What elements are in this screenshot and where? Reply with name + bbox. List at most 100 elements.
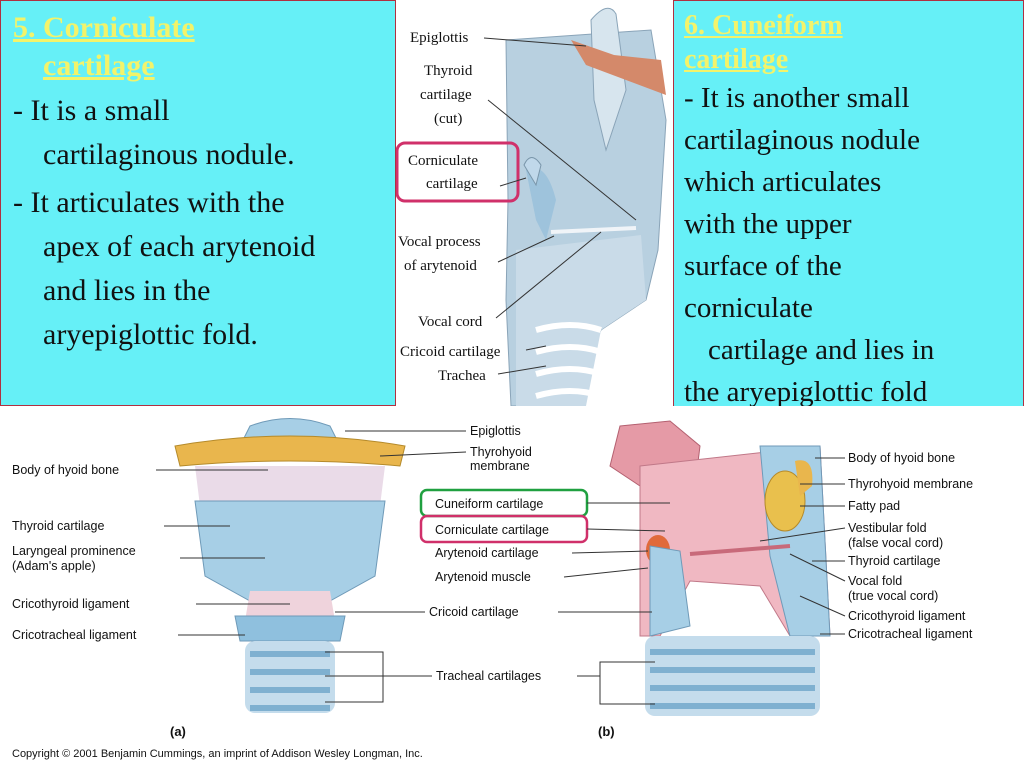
- label-vocal-cord: Vocal cord: [418, 314, 483, 330]
- label-cricoid-cartilage: Cricoid cartilage: [429, 605, 519, 619]
- arytenoid-shape: [526, 168, 556, 240]
- anterior-view-drawing: [174, 418, 406, 713]
- hyoid-bone-shape: [174, 435, 406, 467]
- label-adams-apple: (Adam's apple): [12, 559, 96, 573]
- label-trachea: Trachea: [438, 368, 486, 384]
- label-vestibular-fold: Vestibular fold: [848, 521, 927, 535]
- description-line: - It is another small: [684, 82, 910, 114]
- label-cricoid: Cricoid cartilage: [400, 344, 501, 360]
- leader-line: [499, 177, 527, 187]
- label-false-vocal-cord: (false vocal cord): [848, 536, 943, 550]
- fatty-pad-shape: [764, 470, 806, 532]
- description-line: the aryepiglottic fold: [684, 376, 928, 408]
- bullet-line: apex of each arytenoid: [43, 230, 316, 263]
- description-line: cartilaginous nodule: [684, 124, 920, 156]
- description-line: which articulates: [684, 166, 882, 198]
- label-epiglottis: Epiglottis: [410, 30, 469, 46]
- label-thyroid: (cut): [434, 111, 462, 127]
- bullet-small-nodule: - It is a small cartilaginous nodule.: [13, 89, 395, 177]
- leader-line: [497, 235, 555, 263]
- label-vocal-process: of arytenoid: [404, 258, 477, 274]
- leader-line: [586, 528, 666, 532]
- leader-line: [571, 550, 649, 554]
- vocal-fold-shape: [689, 544, 791, 556]
- tracheal-ring: [535, 322, 602, 333]
- larynx-anatomy-figure: Body of hyoid bone Thyroid cartilage Lar…: [0, 406, 1024, 768]
- leader-line: [525, 345, 547, 351]
- label-laryngeal-prominence: Laryngeal prominence: [12, 544, 136, 558]
- bullet-line: - It is a small: [13, 94, 170, 127]
- tracheal-ring: [535, 366, 602, 377]
- figure-background: [0, 406, 1024, 768]
- corniculate-shape: [523, 157, 542, 187]
- leader-line: [759, 527, 846, 542]
- copyright-notice: Copyright © 2001 Benjamin Cummings, an i…: [12, 748, 423, 760]
- cricoid-cartilage-shape: [234, 615, 346, 642]
- label-corniculate-cartilage: Corniculate cartilage: [435, 523, 549, 537]
- bullet-line: and lies in the: [43, 274, 211, 307]
- label-thyroid-cartilage: Thyroid cartilage: [848, 554, 940, 568]
- label-tracheal-cartilages: Tracheal cartilages: [436, 669, 541, 683]
- label-cricothyroid-ligament: Cricothyroid ligament: [12, 597, 130, 611]
- panel-label-b: (b): [598, 724, 615, 739]
- label-thyroid: cartilage: [420, 87, 472, 103]
- label-corniculate: Corniculate: [408, 153, 478, 169]
- label-arytenoid-muscle: Arytenoid muscle: [435, 570, 531, 584]
- cricoid-shape: [516, 235, 646, 406]
- label-cricotracheal-ligament: Cricotracheal ligament: [848, 627, 973, 641]
- corniculate-text-panel: 5. Corniculate cartilage - It is a small…: [0, 0, 396, 406]
- label-thyroid-cartilage: Thyroid cartilage: [12, 519, 104, 533]
- tracheal-ring: [535, 388, 602, 399]
- cuneiform-heading: 6. Cuneiform cartilage: [684, 9, 1017, 77]
- leader-line: [799, 595, 846, 617]
- label-thyrohyoid: Thyrohyoid: [470, 445, 532, 459]
- label-cricotracheal-ligament: Cricotracheal ligament: [12, 628, 137, 642]
- description-line: surface of the: [684, 250, 842, 282]
- tracheal-bracket-left: [325, 651, 432, 703]
- label-arytenoid-cartilage: Arytenoid cartilage: [435, 546, 539, 560]
- label-thyroid: Thyroid: [424, 63, 473, 79]
- hyoid-bone-shape: [795, 460, 813, 496]
- leader-line: [563, 567, 649, 578]
- trachea-shape: [645, 636, 820, 716]
- label-epiglottis: Epiglottis: [470, 424, 521, 438]
- label-hyoid-bone: Body of hyoid bone: [12, 463, 119, 477]
- bullet-line: - It articulates with the: [13, 186, 285, 219]
- leader-line: [487, 99, 637, 221]
- cricothyroid-ligament-shape: [245, 591, 335, 621]
- leader-line: [497, 365, 547, 375]
- corniculate-heading: 5. Corniculate cartilage: [13, 9, 395, 85]
- cut-tissue-shape: [571, 40, 666, 95]
- label-vocal-fold: Vocal fold: [848, 574, 902, 588]
- label-cricothyroid-ligament: Cricothyroid ligament: [848, 609, 966, 623]
- label-true-vocal-cord: (true vocal cord): [848, 589, 938, 603]
- thyroid-cartilage-shape: [194, 500, 386, 602]
- corniculate-highlight-box: [396, 141, 520, 203]
- heading-line: 6. Cuneiform: [684, 10, 843, 41]
- description-line: cartilage and lies in: [708, 334, 935, 366]
- panel-label-a: (a): [170, 724, 186, 739]
- heading-line: 5. Corniculate: [13, 11, 195, 44]
- thyrohyoid-membrane-shape: [195, 466, 385, 506]
- leader-line: [379, 451, 467, 457]
- label-fatty-pad: Fatty pad: [848, 499, 900, 513]
- tracheal-bracket-right: [577, 661, 655, 705]
- bullet-articulates: - It articulates with the apex of each a…: [13, 181, 395, 357]
- heading-line: cartilage: [684, 44, 789, 75]
- label-hyoid-bone: Body of hyoid bone: [848, 451, 955, 465]
- bullet-line: aryepiglottic fold.: [43, 318, 258, 351]
- sagittal-view-drawing: [609, 420, 831, 716]
- cuneiform-description: - It is another small cartilaginous nodu…: [684, 77, 1017, 413]
- epiglottis-shape: [590, 7, 627, 152]
- label-cuneiform-cartilage: Cuneiform cartilage: [435, 497, 543, 511]
- description-line: corniculate: [684, 292, 813, 324]
- label-thyrohyoid-membrane: Thyrohyoid membrane: [848, 477, 973, 491]
- description-line: with the upper: [684, 208, 852, 240]
- heading-line: cartilage: [43, 49, 155, 82]
- larynx-posterior-figure: Epiglottis Thyroid cartilage (cut) Corni…: [396, 0, 673, 406]
- label-vocal-process: Vocal process: [398, 234, 481, 250]
- tracheal-ring: [535, 344, 602, 355]
- cricoid-cartilage-shape: [649, 545, 691, 637]
- bullet-line: cartilaginous nodule.: [43, 138, 295, 171]
- leader-line: [483, 37, 587, 47]
